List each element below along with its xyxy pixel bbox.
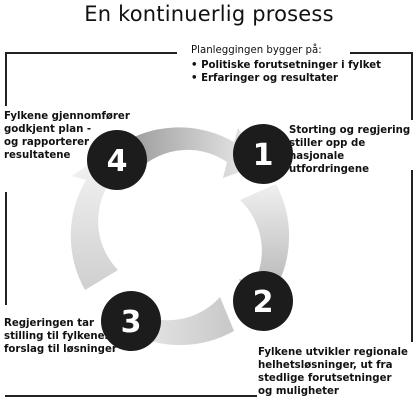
frame-line-right-upper: [411, 52, 413, 120]
step-3-marker: 3: [101, 291, 161, 351]
frame-line-top-left: [5, 52, 177, 54]
step-2-marker: 2: [233, 271, 293, 331]
step-2-line: Fylkene utvikler regionale: [258, 347, 408, 358]
frame-line-left-upper: [5, 52, 7, 106]
frame-line-left-lower: [5, 192, 7, 305]
step-3-text: Regjeringen tar stilling til fylkenes fo…: [4, 317, 144, 356]
step-4-line: og rapporterer: [4, 137, 90, 148]
step-1-text: Storting og regjering stiller opp de nas…: [289, 124, 417, 176]
step-2-line: helhetsløsninger, ut fra: [258, 360, 393, 371]
step-2-number: 2: [253, 285, 274, 320]
step-3-line: stilling til fylkenes: [4, 331, 111, 342]
step-2-line: stedlige forutsetninger: [258, 373, 392, 384]
step-2-line: og muligheter: [258, 386, 339, 397]
planning-box: Planleggingen bygger på: Politiske forut…: [191, 44, 401, 85]
planning-heading: Planleggingen bygger på:: [191, 45, 322, 56]
step-3-line: forslag til løsninger: [4, 344, 117, 355]
step-4-number: 4: [107, 144, 128, 179]
step-4-text: Fylkene gjennomfører godkjent plan - og …: [4, 110, 139, 162]
frame-line-top-right: [350, 52, 413, 54]
step-2-text: Fylkene utvikler regionale helhetsløsnin…: [258, 346, 416, 398]
planning-bullet: Politiske forutsetninger i fylket: [191, 59, 401, 72]
step-3-line: Regjeringen tar: [4, 318, 94, 329]
frame-line-right-lower: [411, 170, 413, 342]
step-1-marker: 1: [233, 124, 293, 184]
planning-bullets: Politiske forutsetninger i fylket Erfari…: [191, 59, 401, 85]
step-4-marker: 4: [87, 130, 147, 190]
step-3-number: 3: [121, 305, 142, 340]
step-1-line: stiller opp de nasjonale: [289, 138, 366, 162]
step-4-line: Fylkene gjennomfører: [4, 111, 130, 122]
diagram-title: En kontinuerlig prosess: [84, 2, 334, 26]
step-1-number: 1: [253, 138, 274, 173]
arrow-top: [126, 127, 262, 178]
step-1-line: Storting og regjering: [289, 125, 411, 136]
step-4-line: godkjent plan -: [4, 124, 92, 135]
frame-line-bottom: [5, 395, 257, 397]
step-1-line: utfordringene: [289, 164, 370, 175]
planning-bullet: Erfaringer og resultater: [191, 72, 401, 85]
step-4-line: resultatene: [4, 150, 71, 161]
